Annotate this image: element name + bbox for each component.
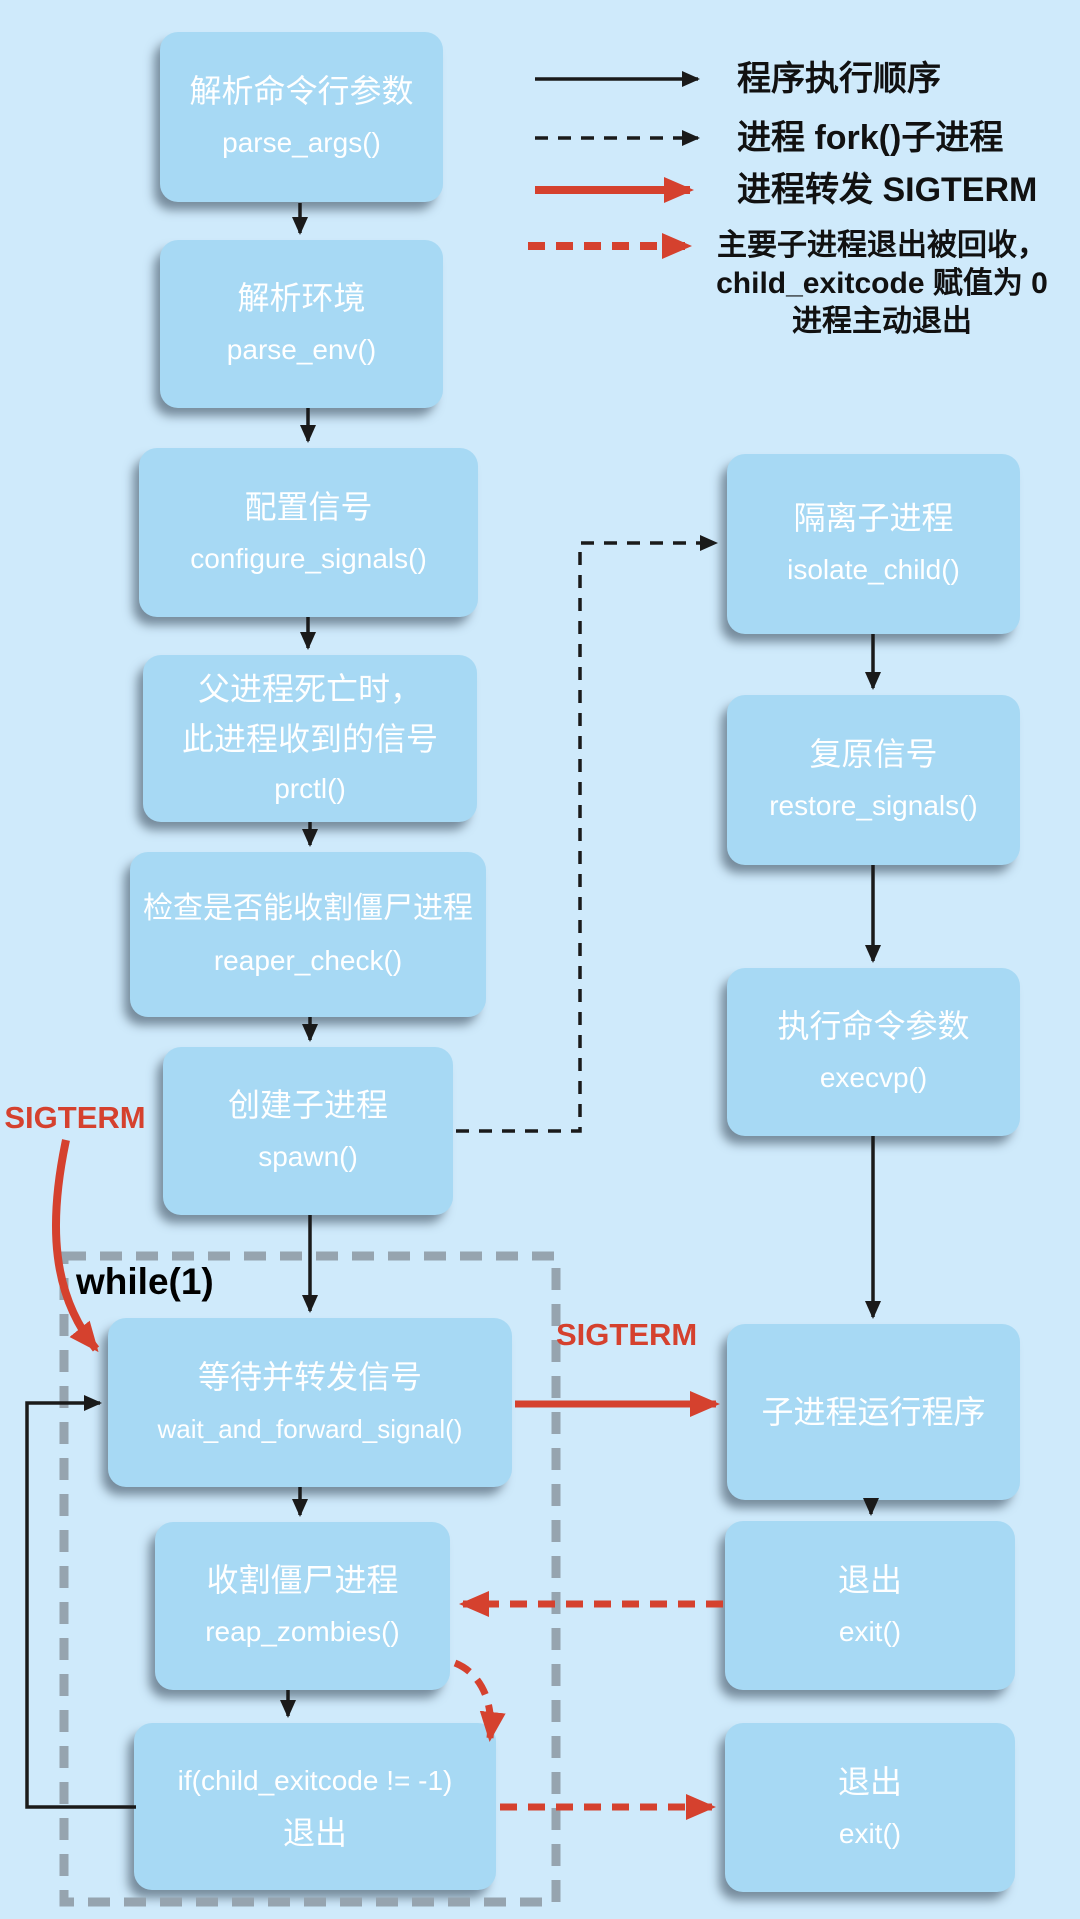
legend-fork-label: 进程 fork()子进程 <box>737 119 1004 157</box>
node-restore-signals-func: restore_signals() <box>769 790 978 821</box>
node-child-runs-program-title: 子进程运行程序 <box>761 1394 986 1430</box>
node-reap-zombies-func: reap_zombies() <box>205 1616 400 1647</box>
node-prctl-func: prctl() <box>274 772 346 804</box>
node-wait-and-forward-signal-func: wait_and_forward_signal() <box>157 1413 463 1444</box>
node-exit-top-title: 退出 <box>837 1561 902 1598</box>
arrow-sigterm-into-wait <box>51 1139 100 1353</box>
node-configure-signals-title: 配置信号 <box>244 488 373 525</box>
legend-child-reaped-line3: 进程主动退出 <box>792 305 972 338</box>
node-prctl-title-line1: 父进程死亡时， <box>197 670 422 707</box>
node-exit-bottom-title: 退出 <box>837 1763 902 1800</box>
node-parse-env-func: parse_env() <box>226 334 377 365</box>
node-exit-bottom-func: exit() <box>838 1817 902 1849</box>
node-exit-top: 退出 exit() <box>725 1521 1015 1690</box>
legend-child-reaped-line1: 主要子进程退出被回收， <box>717 229 1047 262</box>
legend-sigterm-forward-label: 进程转发 SIGTERM <box>737 171 1038 209</box>
node-if-child-exitcode: if(child_exitcode != -1) 退出 <box>134 1723 496 1890</box>
sigterm-middle-label: SIGTERM <box>556 1317 698 1352</box>
node-reaper-check: 检查是否能收割僵尸进程 reaper_check() <box>130 852 486 1017</box>
node-reaper-check-func: reaper_check() <box>213 944 403 976</box>
node-spawn-title: 创建子进程 <box>227 1087 388 1123</box>
node-configure-signals: 配置信号 configure_signals() <box>139 448 478 617</box>
node-wait-and-forward-signal: 等待并转发信号 wait_and_forward_signal() <box>108 1318 512 1487</box>
node-spawn-func: spawn() <box>258 1141 358 1172</box>
node-prctl-title-line2: 此进程收到的信号 <box>181 720 438 757</box>
node-child-runs-program: 子进程运行程序 <box>727 1324 1020 1500</box>
node-configure-signals-func: configure_signals() <box>190 542 427 574</box>
node-exit-bottom: 退出 exit() <box>725 1723 1015 1892</box>
legend-child-reaped-label: 主要子进程退出被回收， child_exitcode 赋值为 0 进程主动退出 <box>714 227 1050 341</box>
node-reap-zombies-title: 收割僵尸进程 <box>206 1562 399 1598</box>
node-execvp-title: 执行命令参数 <box>777 1008 970 1044</box>
node-execvp: 执行命令参数 execvp() <box>727 968 1020 1136</box>
node-reap-zombies: 收割僵尸进程 reap_zombies() <box>155 1522 450 1690</box>
node-execvp-func: execvp() <box>819 1062 928 1093</box>
node-spawn: 创建子进程 spawn() <box>163 1047 453 1215</box>
node-parse-env-title: 解析环境 <box>237 280 366 316</box>
node-restore-signals-title: 复原信号 <box>809 736 938 772</box>
node-if-child-exitcode-cond: if(child_exitcode != -1) <box>177 1764 453 1796</box>
node-restore-signals: 复原信号 restore_signals() <box>727 695 1020 865</box>
legend-child-reaped-line2: child_exitcode 赋值为 0 <box>716 267 1048 300</box>
node-isolate-child-title: 隔离子进程 <box>793 500 954 536</box>
while-loop-label: while(1) <box>76 1261 214 1302</box>
sigterm-left-label: SIGTERM <box>4 1100 146 1135</box>
node-parse-args-func: parse_args() <box>222 127 381 158</box>
node-reaper-check-title: 检查是否能收割僵尸进程 <box>143 891 473 925</box>
node-wait-and-forward-signal-title: 等待并转发信号 <box>197 1358 422 1395</box>
node-prctl: 父进程死亡时， 此进程收到的信号 prctl() <box>143 655 477 822</box>
node-parse-env: 解析环境 parse_env() <box>160 240 443 408</box>
legend-exec-order-label: 程序执行顺序 <box>737 60 941 98</box>
node-if-child-exitcode-exit: 退出 <box>282 1814 347 1851</box>
node-isolate-child-func: isolate_child() <box>787 554 960 585</box>
node-parse-args-title: 解析命令行参数 <box>189 73 414 109</box>
arrow-fork-spawn-to-isolate-child <box>456 535 718 1133</box>
node-exit-top-func: exit() <box>838 1615 902 1647</box>
node-isolate-child: 隔离子进程 isolate_child() <box>727 454 1020 634</box>
node-parse-args: 解析命令行参数 parse_args() <box>160 32 443 202</box>
